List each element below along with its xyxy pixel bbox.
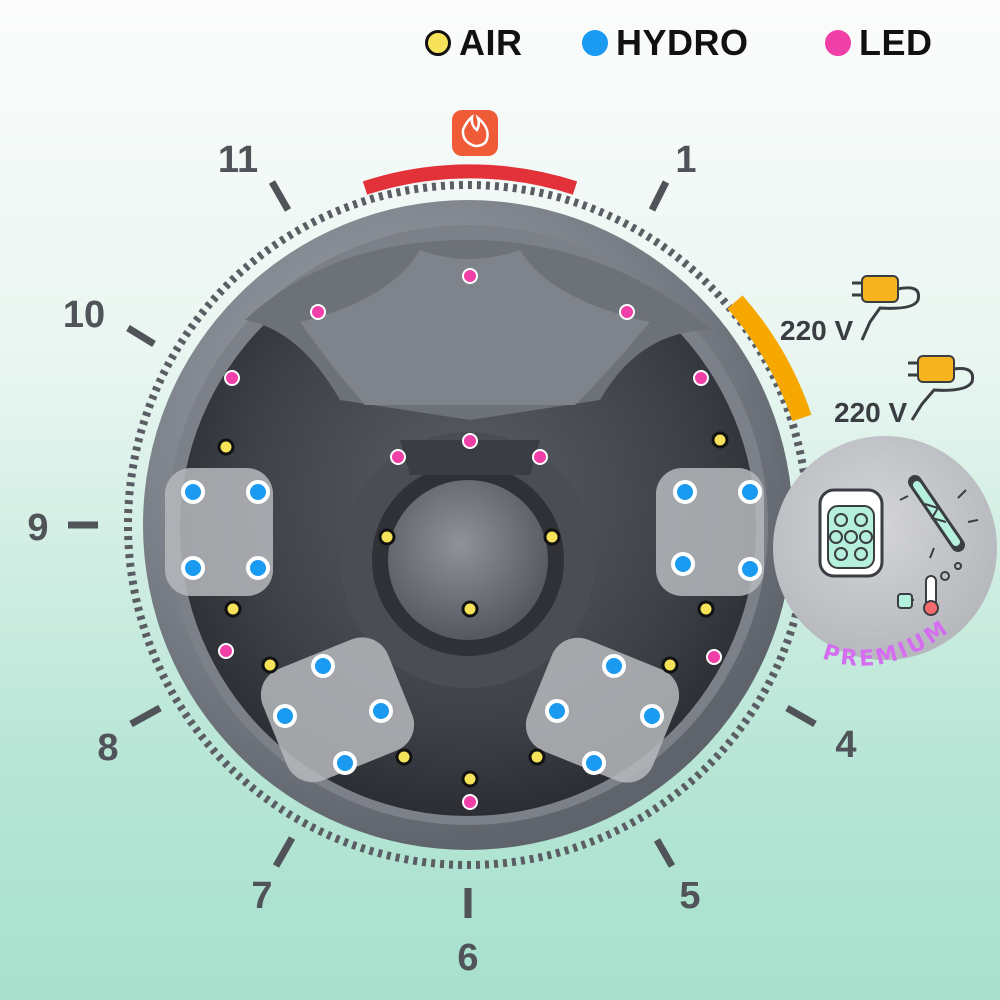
led-dot-icon (825, 30, 851, 56)
led-light (462, 794, 478, 810)
clock-label-4: 4 (835, 724, 856, 766)
seat-lower-right (525, 637, 680, 783)
hydro-jet (333, 751, 357, 775)
air-jet (697, 600, 715, 618)
hydro-jet (246, 556, 270, 580)
hydro-jet (738, 480, 762, 504)
air-jet (224, 600, 242, 618)
footwell-step (400, 440, 540, 475)
jet-markers (181, 268, 762, 810)
lounge-backrest (300, 250, 650, 405)
air-jet (711, 431, 729, 449)
air-jet (217, 438, 235, 456)
air-jet (261, 656, 279, 674)
plug-icon-1 (852, 275, 921, 341)
legend-air-label: AIR (459, 22, 523, 63)
led-light (619, 304, 635, 320)
legend-hydro: HYDRO (582, 22, 749, 64)
air-jet (543, 528, 561, 546)
uv-lamp-icon (899, 475, 979, 559)
clock-label-11: 11 (218, 139, 258, 181)
hydro-dot-icon (582, 30, 608, 56)
hydro-jet (671, 552, 695, 576)
filter-icon (818, 488, 884, 578)
air-dot-icon (425, 30, 451, 56)
legend-led-label: LED (859, 22, 933, 63)
legend-hydro-label: HYDRO (616, 22, 749, 63)
voltage-label-1: 220 V (780, 315, 853, 346)
fire-icon (452, 110, 498, 156)
hydro-jet (181, 556, 205, 580)
air-jet (461, 600, 479, 618)
clock-label-1: 1 (675, 139, 696, 181)
led-light (462, 433, 478, 449)
air-jet (378, 528, 396, 546)
seat-lower-left (260, 637, 415, 783)
led-light (706, 649, 722, 665)
led-light (462, 268, 478, 284)
hydro-jet (369, 699, 393, 723)
plug-icon-2 (908, 355, 975, 421)
led-light (390, 449, 406, 465)
heater-marker (362, 164, 578, 195)
air-jet (461, 770, 479, 788)
clock-ticks (68, 180, 817, 918)
led-light (532, 449, 548, 465)
ozone-thermometer-icon (897, 562, 962, 616)
legend: AIR HYDRO LED (0, 22, 1000, 72)
air-jet (395, 748, 413, 766)
legend-air: AIR (425, 22, 523, 64)
hydro-jet (738, 557, 762, 581)
hydro-jet (273, 704, 297, 728)
hydro-jet (311, 654, 335, 678)
led-light (218, 643, 234, 659)
air-jet (661, 656, 679, 674)
led-light (310, 304, 326, 320)
hydro-jet (181, 480, 205, 504)
hydro-jet (673, 480, 697, 504)
clock-label-5: 5 (679, 875, 700, 917)
voltage-label-2: 220 V (834, 397, 907, 428)
clock-label-7: 7 (251, 875, 272, 917)
air-jet (528, 748, 546, 766)
power-band-marker (727, 295, 812, 422)
hydro-jet (602, 654, 626, 678)
hydro-jet (545, 699, 569, 723)
clock-label-6: 6 (457, 937, 478, 979)
led-light (693, 370, 709, 386)
legend-led: LED (825, 22, 933, 64)
footwell-center (388, 480, 548, 640)
clock-label-10: 10 (63, 294, 105, 336)
clock-label-9: 9 (27, 507, 48, 549)
clock-label-8: 8 (97, 727, 118, 769)
hydro-jet (582, 751, 606, 775)
hydro-jet (246, 480, 270, 504)
led-light (224, 370, 240, 386)
hydro-jet (640, 704, 664, 728)
